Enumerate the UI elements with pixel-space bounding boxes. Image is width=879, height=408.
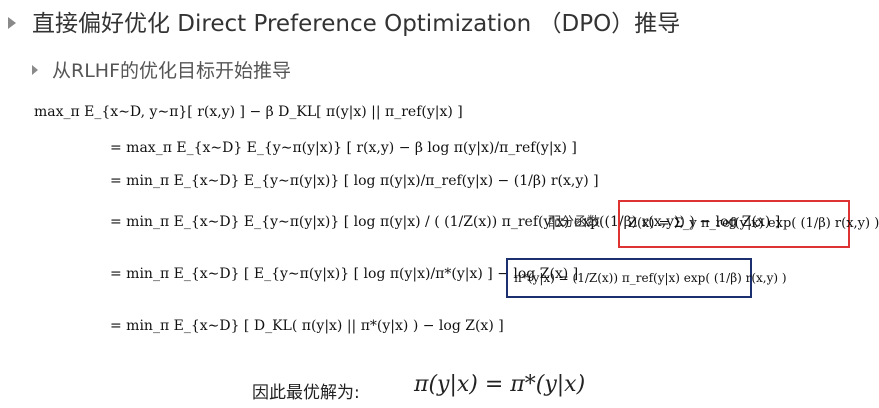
optimal-policy-formula: π*(y|x) = (1/Z(x)) π_ref(y|x) exp( (1/β)… xyxy=(514,271,787,285)
derivation-line-5: = min_π E_{x∼D} [ E_{y∼π(y|x)} [ log π(y… xyxy=(110,266,579,282)
conclusion-label: 因此最优解为: xyxy=(252,383,360,403)
conclusion-equation: π(y|x) = π*(y|x) xyxy=(414,372,586,397)
slide-title: 直接偏好优化 Direct Preference Optimization （D… xyxy=(32,11,681,37)
derivation-line-3: = min_π E_{x∼D} E_{y∼π(y|x)} [ log π(y|x… xyxy=(110,173,599,189)
partition-function-formula: Z(x) = Σ_y π_ref(y|x) exp( (1/β) r(x,y) … xyxy=(628,216,879,231)
partition-function-box: Z(x) = Σ_y π_ref(y|x) exp( (1/β) r(x,y) … xyxy=(618,200,879,248)
derivation-line-2: = max_π E_{x∼D} E_{y∼π(y|x)} [ r(x,y) − … xyxy=(110,140,577,156)
subtitle-bullet-icon xyxy=(32,65,38,75)
slide-subtitle: 从RLHF的优化目标开始推导 xyxy=(52,60,292,82)
derivation-line-6: = min_π E_{x∼D} [ D_KL( π(y|x) || π*(y|x… xyxy=(110,318,504,334)
optimal-policy-box: π*(y|x) = (1/Z(x)) π_ref(y|x) exp( (1/β)… xyxy=(506,258,787,298)
title-bullet-icon xyxy=(8,17,16,29)
derivation-line-4: = min_π E_{x∼D} E_{y∼π(y|x)} [ log π(y|x… xyxy=(110,214,781,230)
derivation-line-1: max_π E_{x∼D, y∼π}[ r(x,y) ] − β D_KL[ π… xyxy=(34,104,463,120)
partition-function-label: 配分函数 xyxy=(548,215,601,230)
